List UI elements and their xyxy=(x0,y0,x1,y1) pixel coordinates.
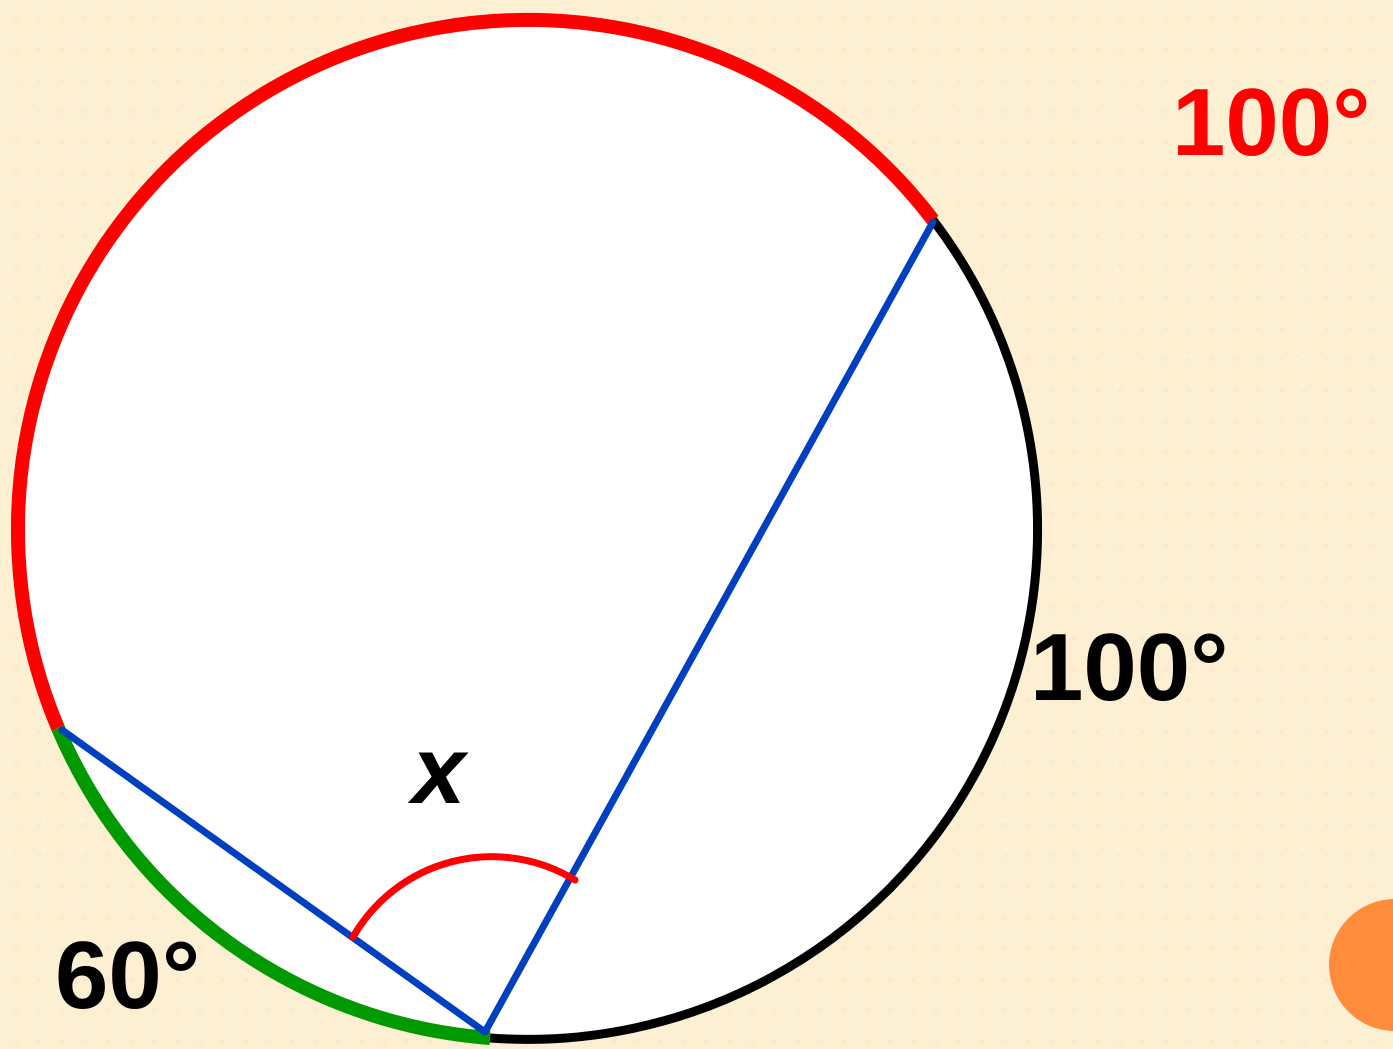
black-arc-label: 100° xyxy=(1030,614,1229,721)
partial-left-degree-glyph: ° xyxy=(0,104,2,211)
corner-orange-dot xyxy=(1329,899,1393,1031)
red-arc xyxy=(10,12,939,731)
angle-x-label: x xyxy=(407,717,469,824)
green-arc-label: 60° xyxy=(55,922,200,1029)
angle-x-mark xyxy=(349,853,579,941)
chord-right xyxy=(481,218,937,1036)
circle-disk xyxy=(18,18,1038,1038)
chord-left xyxy=(58,726,489,1036)
green-arc xyxy=(51,725,491,1045)
black-arc xyxy=(489,217,1043,1044)
red-arc-label: 100° xyxy=(1172,69,1371,176)
